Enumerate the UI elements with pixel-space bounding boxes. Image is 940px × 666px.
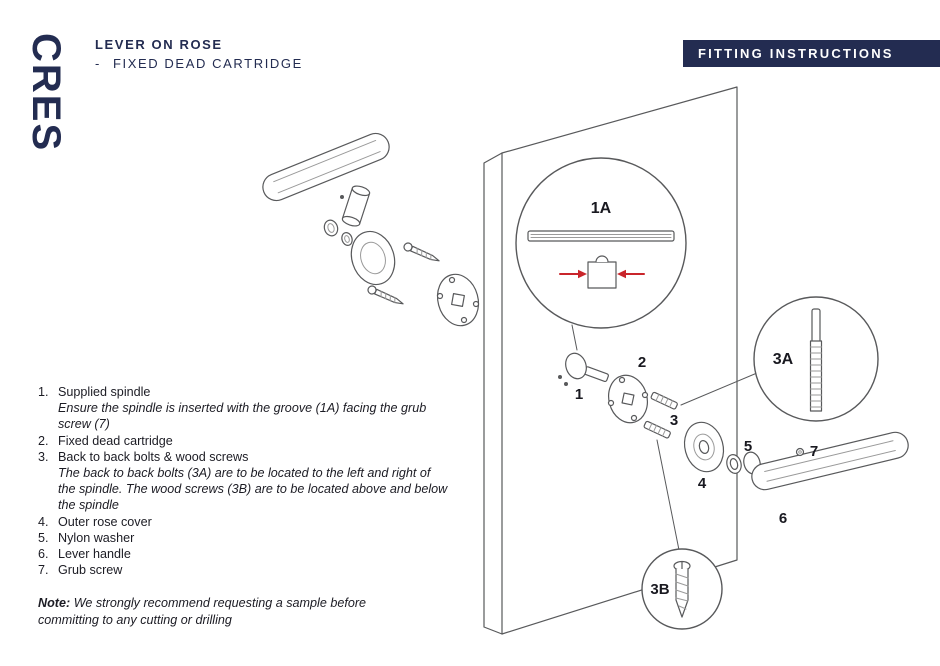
item-number: 7. — [38, 563, 49, 578]
part-label-4: 4 — [698, 475, 707, 492]
item-label: Outer rose cover — [58, 514, 152, 529]
parts-list: 1. Supplied spindle Ensure the spindle i… — [38, 384, 450, 628]
item-note: Ensure the spindle is inserted with the … — [58, 401, 427, 432]
part-label-1: 1 — [575, 386, 583, 403]
bolt — [650, 391, 678, 410]
item-label: Back to back bolts & wood screws — [58, 449, 249, 464]
subtitle-dash: - — [95, 56, 101, 71]
item-number: 4. — [38, 514, 49, 529]
header: LEVER ON ROSE - FIXED DEAD CARTRIDGE — [95, 37, 303, 71]
list-item: 3. Back to back bolts & wood screws — [38, 449, 450, 465]
part-label-5: 5 — [744, 438, 752, 455]
list-item: 4. Outer rose cover — [38, 514, 450, 530]
brand-logo: CRES — [24, 33, 68, 153]
doc-title: LEVER ON ROSE — [95, 37, 223, 52]
spindle-zoom — [527, 230, 675, 242]
part-3-bolts — [643, 391, 678, 439]
part-labels: 1 2 3 4 5 6 7 — [575, 354, 818, 527]
wood-screw — [403, 242, 440, 262]
washer-ring-small — [341, 232, 353, 246]
part-1-spindle — [558, 352, 609, 386]
bolt-zoom — [809, 308, 823, 412]
list-item: 5. Nylon washer — [38, 530, 450, 546]
item-label: Nylon washer — [58, 530, 135, 545]
part-6-lever-handle — [743, 431, 909, 491]
item-number: 3. — [38, 449, 49, 464]
callout-label-3a: 3A — [773, 351, 794, 368]
part-label-7: 7 — [810, 443, 818, 460]
part-2-cartridge — [607, 374, 649, 424]
backplate — [436, 273, 480, 327]
item-number: 6. — [38, 547, 49, 562]
callout-1a: 1A — [515, 157, 687, 329]
screw-zoom — [673, 560, 691, 618]
part-5-washer — [726, 454, 742, 474]
item-label: Supplied spindle — [58, 385, 151, 399]
lever-handle-exploded-top — [262, 132, 480, 327]
wood-screw — [367, 285, 404, 305]
spindle-cross-section — [587, 255, 617, 289]
item-number: 5. — [38, 530, 49, 545]
bolt — [643, 420, 671, 439]
washer-ring — [323, 219, 339, 237]
handle-neck — [341, 185, 371, 227]
part-label-3: 3 — [670, 412, 678, 429]
list-item: 6. Lever handle — [38, 546, 450, 562]
banner-text: FITTING INSTRUCTIONS — [698, 46, 894, 61]
item-note: The back to back bolts (3A) are to be lo… — [58, 466, 448, 513]
callout-3a: 3A — [753, 296, 879, 422]
doc-subtitle: - FIXED DEAD CARTRIDGE — [95, 56, 303, 71]
rose-top — [350, 230, 396, 286]
part-7-grub-screw — [795, 447, 805, 457]
item-label: Lever handle — [58, 547, 131, 562]
list-item: 1. Supplied spindle — [38, 384, 450, 400]
banner: FITTING INSTRUCTIONS — [683, 40, 940, 67]
note-label: Note: — [38, 596, 71, 611]
leader-lines — [571, 324, 758, 551]
item-label: Fixed dead cartridge — [58, 433, 173, 448]
part-label-6: 6 — [779, 510, 787, 527]
list-item: 7. Grub screw — [38, 562, 450, 578]
part-label-2: 2 — [638, 354, 646, 371]
sample-note: Note: We strongly recommend requesting a… — [38, 595, 418, 627]
callout-label-1a: 1A — [591, 200, 612, 217]
subtitle-text: FIXED DEAD CARTRIDGE — [112, 56, 303, 71]
list-item: 2. Fixed dead cartridge — [38, 433, 450, 449]
item-label: Grub screw — [58, 563, 123, 578]
callout-label-3b: 3B — [650, 581, 669, 598]
note-text: We strongly recommend requesting a sampl… — [38, 596, 367, 627]
item-number: 1. — [38, 385, 49, 399]
item-number: 2. — [38, 433, 49, 448]
part-4-rose-cover — [683, 421, 725, 473]
groove-direction-arrows — [559, 269, 645, 279]
grub-screw-hole — [340, 195, 344, 199]
callout-3b: 3B — [641, 548, 723, 630]
handle-grip — [262, 132, 390, 202]
